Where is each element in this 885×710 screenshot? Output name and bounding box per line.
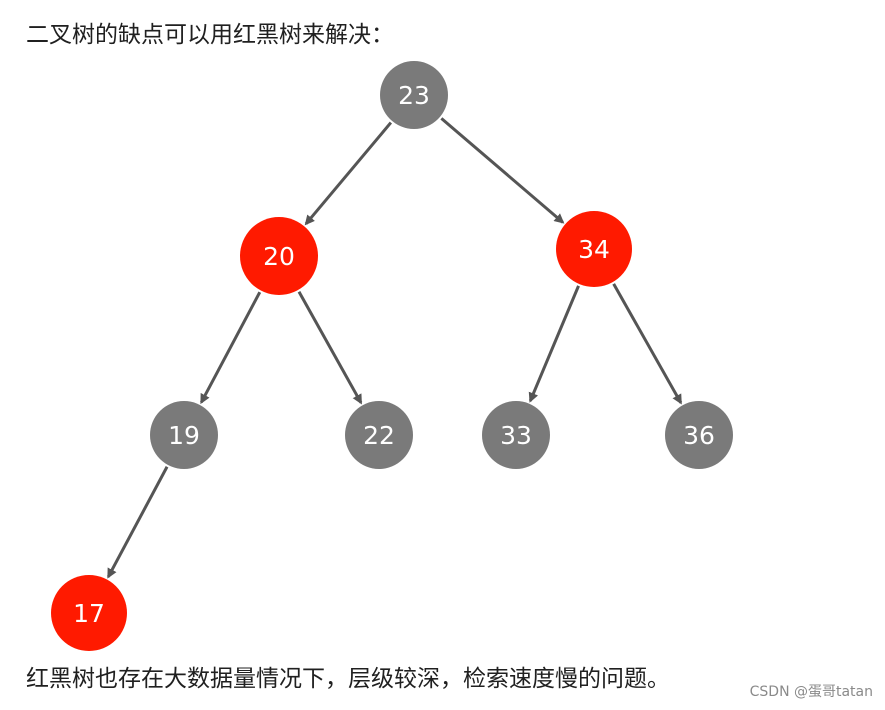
node-label: 23	[398, 81, 430, 110]
tree-node-17: 17	[51, 575, 127, 651]
black-node-circle	[665, 401, 733, 469]
red-node-circle	[556, 211, 632, 287]
node-label: 34	[578, 235, 610, 264]
node-label: 33	[500, 421, 532, 450]
tree-node-23: 23	[380, 61, 448, 129]
tree-edges	[106, 117, 683, 579]
edge-20-22	[297, 291, 363, 405]
tree-node-19: 19	[150, 401, 218, 469]
conclusion-text: 红黑树也存在大数据量情况下，层级较深，检索速度慢的问题。	[26, 666, 670, 692]
tree-node-22: 22	[345, 401, 413, 469]
node-label: 22	[363, 421, 395, 450]
tree-node-34: 34	[556, 211, 632, 287]
red-node-circle	[51, 575, 127, 651]
tree-node-33: 33	[482, 401, 550, 469]
edge-19-17	[106, 466, 169, 579]
watermark: CSDN @蛋哥tatan	[749, 684, 873, 700]
edge-20-19	[200, 291, 262, 405]
black-node-circle	[345, 401, 413, 469]
edge-34-33	[528, 285, 580, 403]
intro-text: 二叉树的缺点可以用红黑树来解决：	[26, 22, 394, 48]
node-label: 36	[683, 421, 715, 450]
black-node-circle	[380, 61, 448, 129]
tree-node-36: 36	[665, 401, 733, 469]
node-label: 19	[168, 421, 200, 450]
node-label: 17	[73, 599, 105, 628]
tree-node-20: 20	[240, 217, 318, 295]
black-node-circle	[150, 401, 218, 469]
edge-23-34	[440, 117, 565, 224]
tree-nodes: 23 20 34 19 22 33 36 17	[51, 61, 733, 651]
node-label: 20	[263, 242, 295, 271]
edge-23-20	[304, 121, 393, 226]
edge-34-36	[612, 283, 683, 405]
red-node-circle	[240, 217, 318, 295]
black-node-circle	[482, 401, 550, 469]
